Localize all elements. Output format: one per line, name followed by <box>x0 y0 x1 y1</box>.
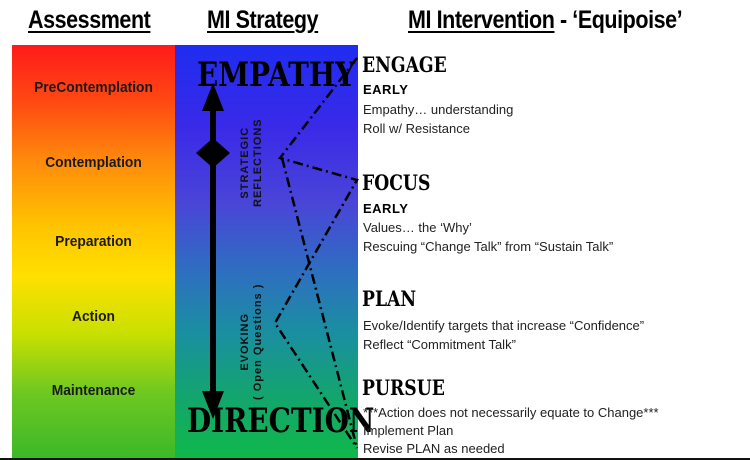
diamond-marker <box>196 138 230 168</box>
evoking-label: EVOKING ( Open Questions ) <box>239 283 264 400</box>
phase-line: Evoke/Identify targets that increase “Co… <box>363 318 645 333</box>
stage-preparation: Preparation <box>55 233 132 250</box>
phase-line: ***Action does not necessarily equate to… <box>363 405 659 420</box>
phase-line: Revise PLAN as needed <box>363 441 505 456</box>
phase-line: Empathy… understanding <box>363 102 514 117</box>
phase-title: ENGAGE <box>362 52 447 77</box>
assessment-header: Assessment <box>28 6 151 35</box>
stage-maintenance: Maintenance <box>51 382 136 399</box>
strategic-reflections-label: STRATEGIC REFLECTIONS <box>239 118 264 207</box>
assessment-header-text: Assessment <box>28 6 151 34</box>
phase-title: FOCUS <box>362 170 431 195</box>
phase-line: Implement Plan <box>363 423 454 438</box>
strategy-header-text: MI Strategy <box>207 6 319 34</box>
phase-line: Rescuing “Change Talk” from “Sustain Tal… <box>363 239 614 254</box>
phase-title: PURSUE <box>362 375 445 400</box>
stage-precontemplation: PreContemplation <box>34 79 153 96</box>
phase-tag: EARLY <box>363 82 409 97</box>
phase-tag: EARLY <box>363 201 409 216</box>
intervention-header-suffix: - ‘Equipoise’ <box>554 6 683 34</box>
assessment-stages-column: PreContemplation Contemplation Preparati… <box>12 45 175 458</box>
stage-contemplation: Contemplation <box>45 154 142 171</box>
double-arrow-icon <box>196 83 230 419</box>
strategy-column: EMPATHY DIRECTION STRATEGIC REFLECTIONS … <box>175 45 374 458</box>
phase-line: Values… the ‘Why’ <box>363 220 472 235</box>
bottom-divider <box>0 458 750 460</box>
strategy-header: MI Strategy <box>207 6 319 35</box>
phase-line: Roll w/ Resistance <box>363 121 470 136</box>
phase-line: Reflect “Commitment Talk” <box>363 337 516 352</box>
phase-title: PLAN <box>362 286 417 311</box>
stage-action: Action <box>72 308 115 325</box>
intervention-header-main: MI Intervention <box>408 6 555 34</box>
intervention-header: MI Intervention - ‘Equipoise’ <box>408 6 683 35</box>
